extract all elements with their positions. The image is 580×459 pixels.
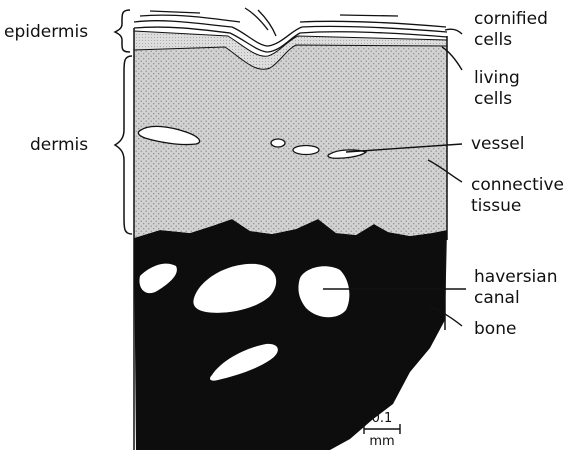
dermis-brace xyxy=(115,56,132,234)
scale-bar-value: 0.1 xyxy=(372,411,393,426)
label-haversian-line1: haversian xyxy=(474,267,557,287)
braces xyxy=(115,10,132,234)
label-living-line1: living xyxy=(474,68,520,88)
label-cornified-line1: cornified xyxy=(474,9,548,29)
label-vessel: vessel xyxy=(471,134,524,154)
scale-bar-unit: mm xyxy=(369,434,394,449)
epidermis-brace xyxy=(115,10,130,52)
bone-region xyxy=(134,219,447,450)
label-connective-line2: tissue xyxy=(471,196,521,216)
label-epidermis: epidermis xyxy=(4,22,88,42)
cornified-leader xyxy=(445,29,462,34)
label-dermis: dermis xyxy=(30,135,88,155)
label-bone: bone xyxy=(474,319,516,339)
label-connective-line1: connective xyxy=(471,175,564,195)
label-cornified-line2: cells xyxy=(474,30,512,50)
vessel-small-a xyxy=(271,139,285,147)
vessel-small-b xyxy=(293,146,319,155)
label-haversian-line2: canal xyxy=(474,288,520,308)
label-living-line2: cells xyxy=(474,89,512,109)
